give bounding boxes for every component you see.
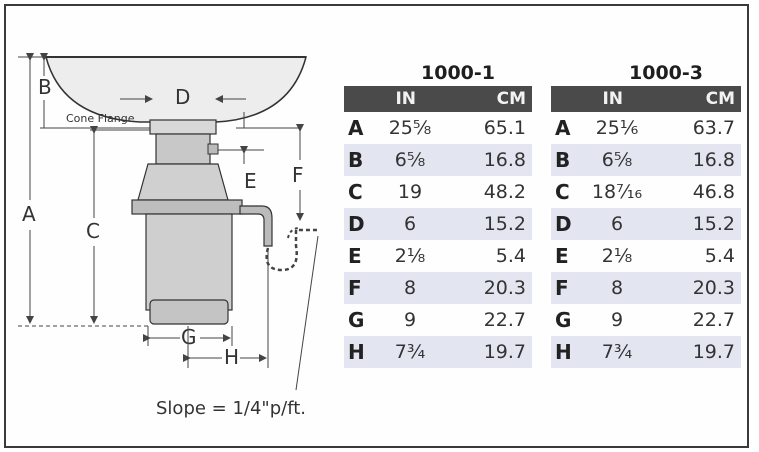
cone-flange xyxy=(149,119,217,135)
row-cm: 22.7 xyxy=(483,309,526,331)
row-cm: 19.7 xyxy=(692,341,735,363)
table-header: IN CM xyxy=(551,86,741,112)
row-letter: F xyxy=(348,276,362,300)
row-letter: B xyxy=(348,148,364,172)
table-row: H 7³⁄₄ 19.7 xyxy=(344,336,532,368)
row-cm: 16.8 xyxy=(692,149,735,171)
row-in: 6⁵⁄₈ xyxy=(601,149,633,171)
row-cm: 46.8 xyxy=(692,181,735,203)
header-cm: CM xyxy=(496,89,526,109)
slope-label: Slope = 1/4"p/ft. xyxy=(156,398,306,419)
row-in: 7³⁄₄ xyxy=(601,341,633,363)
table-header: IN CM xyxy=(344,86,532,112)
row-in: 19 xyxy=(397,181,423,203)
row-letter: C xyxy=(555,180,570,204)
row-in: 7³⁄₄ xyxy=(394,341,426,363)
row-in: 8 xyxy=(610,277,624,299)
table-row: G 9 22.7 xyxy=(551,304,741,336)
header-in: IN xyxy=(395,89,416,109)
row-in: 25⁵⁄₈ xyxy=(388,117,432,139)
table-row: D 6 15.2 xyxy=(344,208,532,240)
row-letter: E xyxy=(348,244,362,268)
row-in: 9 xyxy=(403,309,417,331)
dim-label-b: B xyxy=(38,75,52,99)
table-row: B 6⁵⁄₈ 16.8 xyxy=(344,144,532,176)
row-letter: E xyxy=(555,244,569,268)
row-letter: D xyxy=(348,212,365,236)
row-in: 2¹⁄₈ xyxy=(601,245,633,267)
model-title: 1000-3 xyxy=(629,62,703,84)
row-cm: 65.1 xyxy=(483,117,526,139)
table-row: F 8 20.3 xyxy=(551,272,741,304)
row-letter: A xyxy=(348,116,364,140)
row-in: 25¹⁄₆ xyxy=(595,117,639,139)
row-cm: 15.2 xyxy=(692,213,735,235)
table-row: G 9 22.7 xyxy=(344,304,532,336)
row-cm: 19.7 xyxy=(483,341,526,363)
spec-table-1000-1: 1000-1 IN CM A 25⁵⁄₈ 65.1 B 6⁵⁄₈ 16.8 C 19 48.… xyxy=(344,60,532,368)
model-title: 1000-1 xyxy=(421,62,495,84)
dim-label-g: G xyxy=(181,325,197,349)
row-letter: F xyxy=(555,276,569,300)
row-cm: 63.7 xyxy=(692,117,735,139)
row-in: 8 xyxy=(403,277,417,299)
table-row: D 6 15.2 xyxy=(551,208,741,240)
spec-table-1000-3: 1000-3 IN CM A 25¹⁄₆ 63.7 B 6⁵⁄₈ 16.8 C 18⁷⁄₁… xyxy=(551,60,741,368)
table-row: H 7³⁄₄ 19.7 xyxy=(551,336,741,368)
row-letter: G xyxy=(555,308,572,332)
trap-outline xyxy=(265,228,318,272)
header-cm: CM xyxy=(705,89,735,109)
row-cm: 48.2 xyxy=(483,181,526,203)
row-letter: H xyxy=(348,340,365,364)
row-cm: 20.3 xyxy=(692,277,735,299)
row-cm: 15.2 xyxy=(483,213,526,235)
dim-label-c: C xyxy=(86,219,100,243)
table-row: E 2¹⁄₈ 5.4 xyxy=(344,240,532,272)
table-row: B 6⁵⁄₈ 16.8 xyxy=(551,144,741,176)
disposer-diagram: A B Cone Flange D C E F G H Slope = 1/4"… xyxy=(18,53,319,419)
row-letter: C xyxy=(348,180,363,204)
discharge-elbow xyxy=(239,205,273,247)
row-cm: 20.3 xyxy=(483,277,526,299)
cone-flange-label: Cone Flange xyxy=(66,112,135,125)
table-row: A 25⁵⁄₈ 65.1 xyxy=(344,112,532,144)
dim-label-a: A xyxy=(22,202,36,226)
row-cm: 5.4 xyxy=(495,245,526,267)
dim-label-h: H xyxy=(224,345,239,369)
row-letter: H xyxy=(555,340,572,364)
row-in: 6⁵⁄₈ xyxy=(394,149,426,171)
dim-label-e: E xyxy=(244,169,257,193)
row-in: 9 xyxy=(610,309,624,331)
header-in: IN xyxy=(602,89,623,109)
table-row: E 2¹⁄₈ 5.4 xyxy=(551,240,741,272)
row-cm: 5.4 xyxy=(704,245,735,267)
row-in: 6 xyxy=(610,213,624,235)
table-row: C 18⁷⁄₁₆ 46.8 xyxy=(551,176,741,208)
row-cm: 22.7 xyxy=(692,309,735,331)
dim-label-f: F xyxy=(292,163,304,187)
row-letter: B xyxy=(555,148,571,172)
dim-label-d: D xyxy=(175,85,190,109)
row-cm: 16.8 xyxy=(483,149,526,171)
row-in: 18⁷⁄₁₆ xyxy=(591,181,643,203)
row-letter: A xyxy=(555,116,571,140)
row-letter: D xyxy=(555,212,572,236)
row-letter: G xyxy=(348,308,365,332)
row-in: 2¹⁄₈ xyxy=(394,245,426,267)
row-in: 6 xyxy=(403,213,417,235)
table-row: F 8 20.3 xyxy=(344,272,532,304)
table-row: A 25¹⁄₆ 63.7 xyxy=(551,112,741,144)
motor-body xyxy=(145,213,233,311)
table-row: C 19 48.2 xyxy=(344,176,532,208)
